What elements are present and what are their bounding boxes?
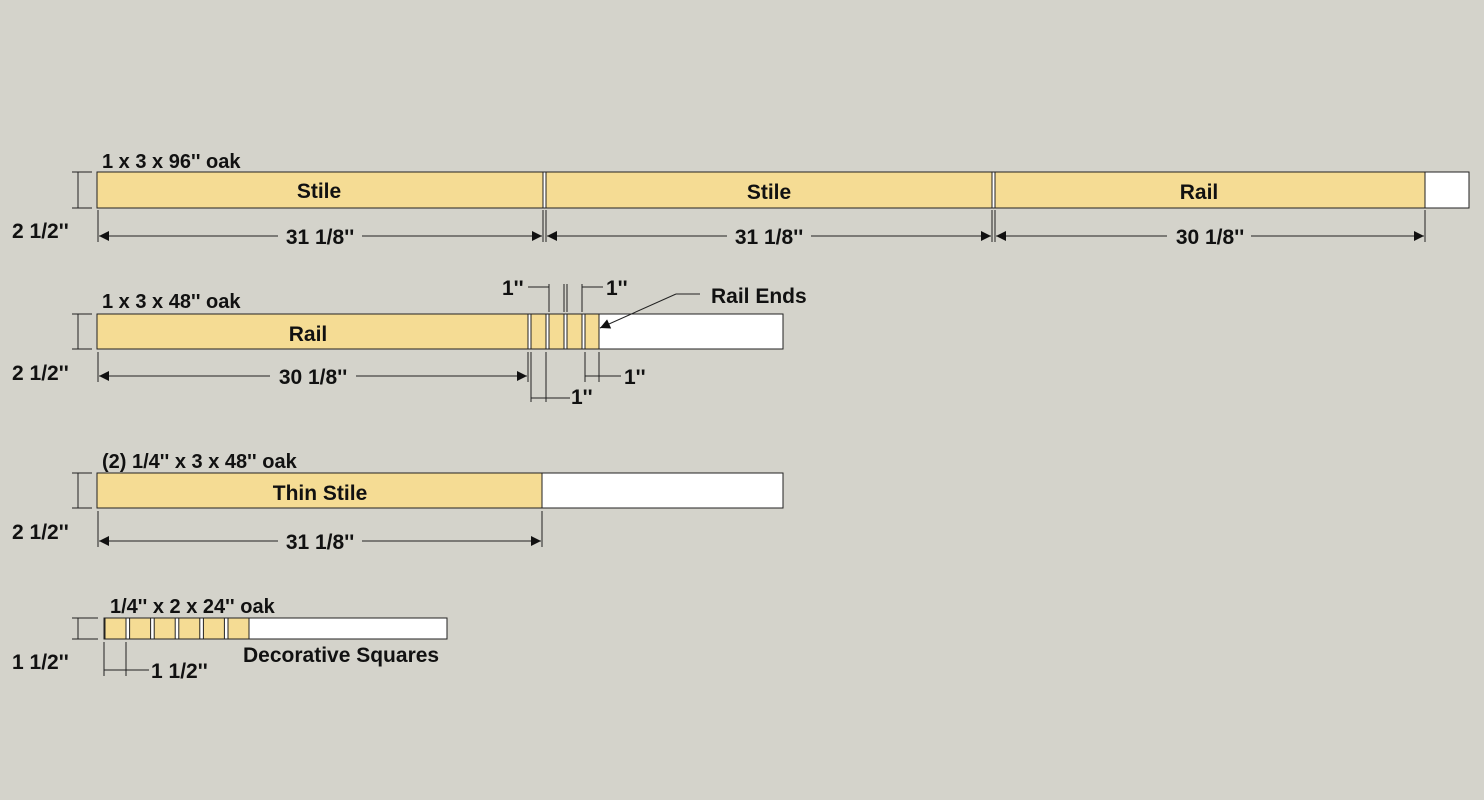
board-96-rail-label: Rail bbox=[1180, 181, 1219, 204]
rail-end-1 bbox=[530, 313, 547, 350]
decorative-square bbox=[227, 617, 250, 640]
rail-end-2 bbox=[548, 313, 565, 350]
board-thin-height-dim: 2 1/2'' bbox=[12, 521, 69, 544]
decorative-square bbox=[129, 617, 152, 640]
rail-ends-label: Rail Ends bbox=[711, 285, 807, 308]
board-squares-label: 1/4'' x 2 x 24'' oak bbox=[110, 596, 276, 618]
board-96-stile-2-label: Stile bbox=[747, 181, 791, 204]
decorative-square bbox=[153, 617, 176, 640]
rail-ends-dim-bottom-right: 1'' bbox=[624, 366, 646, 389]
board-96-rail bbox=[994, 171, 1426, 209]
board-96-stile-1-label: Stile bbox=[297, 180, 341, 203]
board-48-label: 1 x 3 x 48'' oak bbox=[102, 291, 241, 313]
rail-end-4 bbox=[584, 313, 600, 350]
board-48-rail bbox=[96, 313, 529, 350]
decorative-square bbox=[104, 617, 127, 640]
board-thin-stile-dim: 31 1/8'' bbox=[286, 531, 354, 554]
board-96-stile-1 bbox=[96, 171, 544, 209]
board-thin-group: (2) 1/4'' x 3 x 48'' oak Thin Stile 2 1/… bbox=[12, 451, 784, 554]
decorative-square bbox=[202, 617, 225, 640]
board-96-group: 1 x 3 x 96'' oak Stile Stile Rail 2 1/2'… bbox=[12, 151, 1470, 249]
decorative-squares-row bbox=[104, 617, 250, 640]
board-96-rail-dim: 30 1/8'' bbox=[1176, 226, 1244, 249]
board-thin-stile bbox=[96, 472, 543, 509]
board-96-height-dim: 2 1/2'' bbox=[12, 220, 69, 243]
board-thin-stile-label: Thin Stile bbox=[273, 482, 368, 505]
board-96-label: 1 x 3 x 96'' oak bbox=[102, 151, 241, 173]
board-96-stile-2-dim: 31 1/8'' bbox=[735, 226, 803, 249]
rail-ends-dim-bottom-left: 1'' bbox=[571, 386, 593, 409]
board-48-rail-dim: 30 1/8'' bbox=[279, 366, 347, 389]
decorative-squares-label: Decorative Squares bbox=[243, 644, 439, 667]
board-96-stile-1-dim: 31 1/8'' bbox=[286, 226, 354, 249]
decorative-square bbox=[178, 617, 201, 640]
rail-ends-dim-top-right: 1'' bbox=[606, 277, 628, 300]
board-96-stile-2 bbox=[545, 171, 993, 209]
board-squares-height-dim: 1 1/2'' bbox=[12, 651, 69, 674]
board-48-group: 1 x 3 x 48'' oak Rail 2 1/2'' 30 1/8'' 1… bbox=[12, 277, 807, 409]
board-squares-group: 1/4'' x 2 x 24'' oak Decorative Squares … bbox=[12, 596, 448, 683]
rail-ends-dim-top-left: 1'' bbox=[502, 277, 524, 300]
board-48-rail-label: Rail bbox=[289, 323, 328, 346]
decorative-square-dim: 1 1/2'' bbox=[151, 660, 208, 683]
board-48-height-dim: 2 1/2'' bbox=[12, 362, 69, 385]
rail-end-3 bbox=[566, 313, 583, 350]
board-thin-label: (2) 1/4'' x 3 x 48'' oak bbox=[102, 451, 298, 473]
